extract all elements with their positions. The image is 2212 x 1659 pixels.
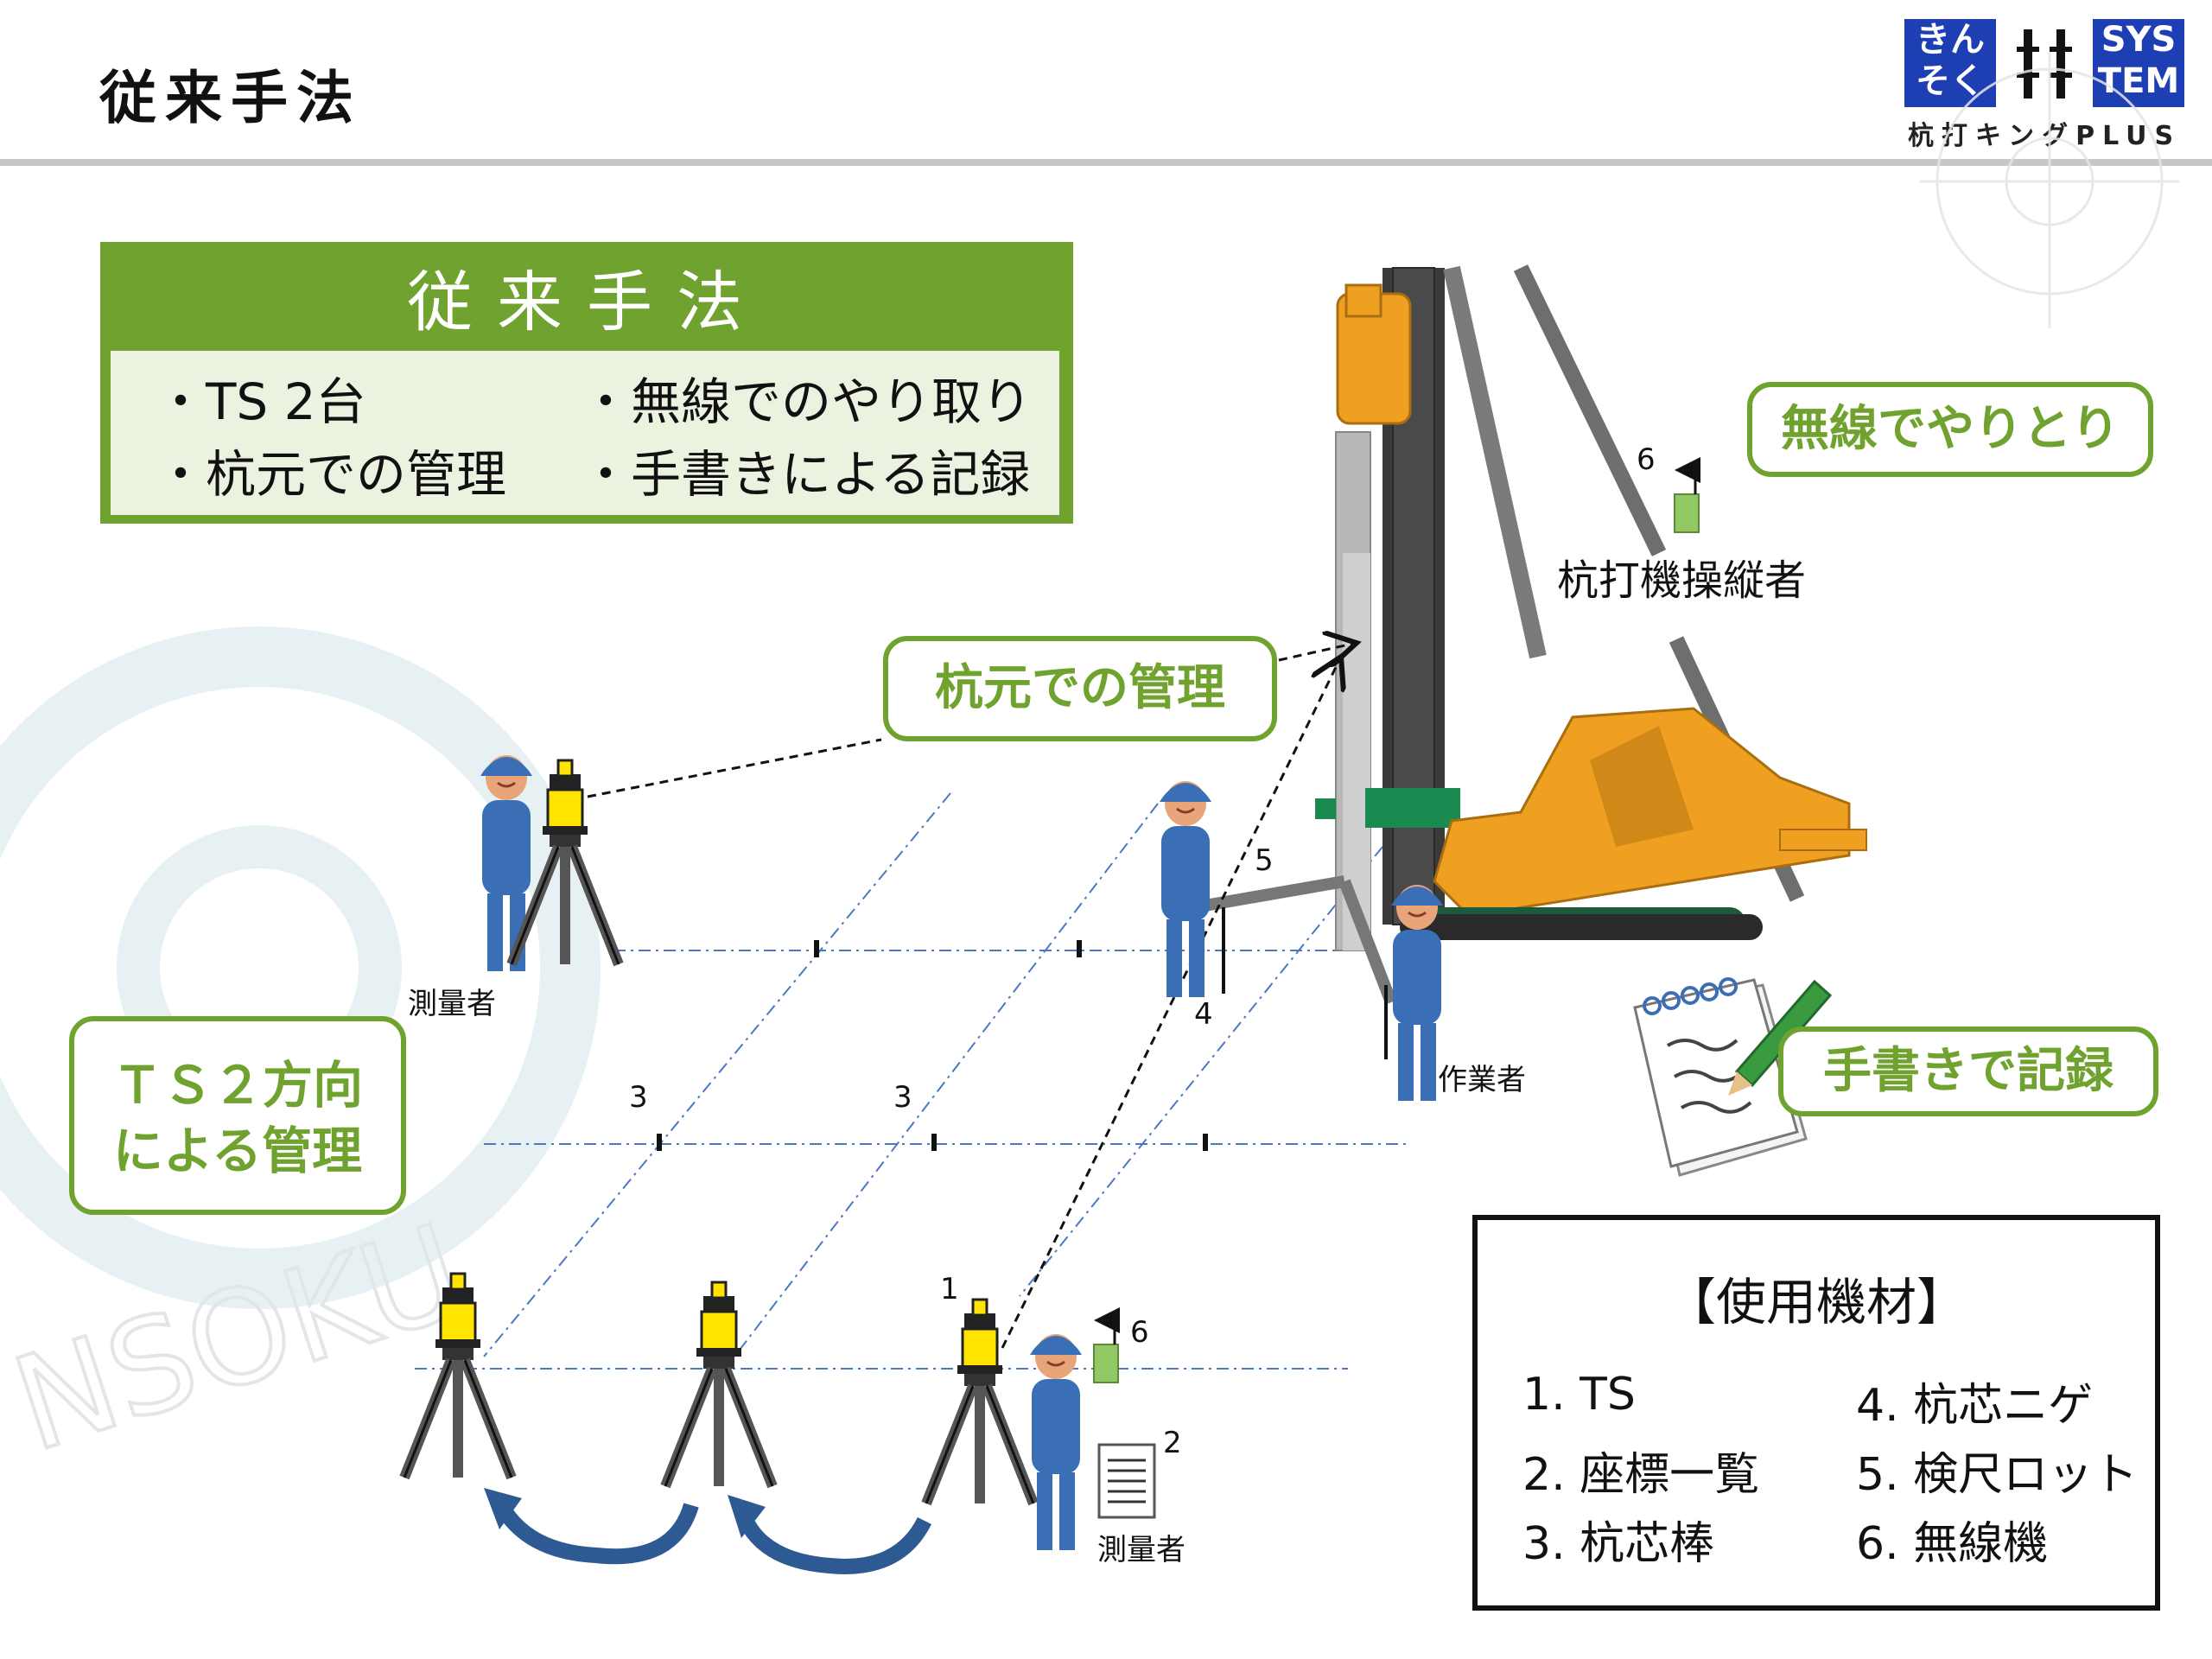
number-label: 6 xyxy=(1637,442,1656,477)
number-label: 6 xyxy=(1130,1315,1149,1350)
logo-pile-mark-icon xyxy=(2006,29,2082,99)
equipment-item: 4. 杭芯ニゲ xyxy=(1856,1380,2094,1432)
equipment-item: 1. TS xyxy=(1522,1369,1636,1421)
sight-lines xyxy=(587,643,1357,1349)
callout-ts-two-direction: ＴＳ２方向 による管理 xyxy=(69,1016,406,1215)
summary-list: ・TS 2台 ・無線でのやり取り ・杭元での管理 ・手書きによる記録 xyxy=(111,351,1059,515)
number-label: 1 xyxy=(940,1272,959,1306)
summary-item: ・TS 2台 xyxy=(156,372,366,431)
number-label: 2 xyxy=(1163,1426,1182,1460)
label-surveyor-top: 測量者 xyxy=(408,987,496,1021)
pile-driver-machine-icon xyxy=(1173,264,1867,1059)
number-label: 3 xyxy=(893,1080,912,1115)
equipment-list-box: 【使用機材】 1. TS 2. 座標一覧 3. 杭芯棒 4. 杭芯ニゲ 5. 検… xyxy=(1472,1215,2160,1611)
company-logo: きん そく SYS TEM 杭打キングPLUS xyxy=(1904,19,2184,151)
summary-item: ・手書きによる記録 xyxy=(581,445,1031,504)
summary-title: 従来手法 xyxy=(407,264,766,340)
summary-item: ・無線でのやり取り xyxy=(581,372,1033,431)
number-label: 5 xyxy=(1255,843,1274,878)
callout-pile-head-management: 杭元での管理 xyxy=(883,636,1277,741)
logo-box-right: SYS TEM xyxy=(2093,19,2184,107)
total-station-tripod-icon xyxy=(665,1281,772,1486)
callout-ts-line1: ＴＳ２方向 xyxy=(111,1056,363,1115)
method-summary-box: 従来手法 ・TS 2台 ・無線でのやり取り ・杭元での管理 ・手書きによる記録 xyxy=(100,242,1073,524)
page-title: 従来手法 xyxy=(99,65,362,131)
header-divider xyxy=(0,159,2212,166)
surveyor-person-icon xyxy=(1158,779,1213,999)
surveyor-person-icon xyxy=(1028,1332,1084,1552)
equipment-item: 5. 検尺ロット xyxy=(1856,1449,2139,1501)
curved-move-arrow-icon xyxy=(728,1495,932,1574)
total-station-tripod-icon xyxy=(926,1298,1033,1503)
number-label: 3 xyxy=(629,1080,648,1115)
coordinate-list-document-icon xyxy=(1097,1443,1156,1519)
callout-wireless: 無線でやりとり xyxy=(1747,382,2153,477)
pile-stake-marks xyxy=(657,940,1208,1151)
label-worker: 作業者 xyxy=(1438,1063,1526,1097)
pile-grid-lines xyxy=(415,792,1408,1370)
logo-box-left: きん そく xyxy=(1904,19,1996,107)
callout-handwritten-record: 手書きで記録 xyxy=(1778,1027,2158,1116)
curved-move-arrow-icon xyxy=(484,1488,699,1565)
label-surveyor-bottom: 測量者 xyxy=(1097,1533,1185,1567)
summary-item: ・杭元での管理 xyxy=(156,445,507,504)
equipment-item: 6. 無線機 xyxy=(1856,1518,2049,1570)
equipment-title: 【使用機材】 xyxy=(1665,1273,1967,1332)
label-operator: 杭打機操縦者 xyxy=(1557,556,1807,605)
callout-ts-line2: による管理 xyxy=(112,1122,363,1180)
equipment-item: 2. 座標一覧 xyxy=(1522,1449,1760,1501)
surveyor-person-icon xyxy=(1389,883,1445,1103)
equipment-item: 3. 杭芯棒 xyxy=(1522,1518,1715,1570)
radio-icon xyxy=(1674,457,1700,533)
radio-icon xyxy=(1093,1307,1120,1383)
number-label: 4 xyxy=(1194,997,1213,1032)
notepad-pencil-icon xyxy=(1633,977,1833,1177)
